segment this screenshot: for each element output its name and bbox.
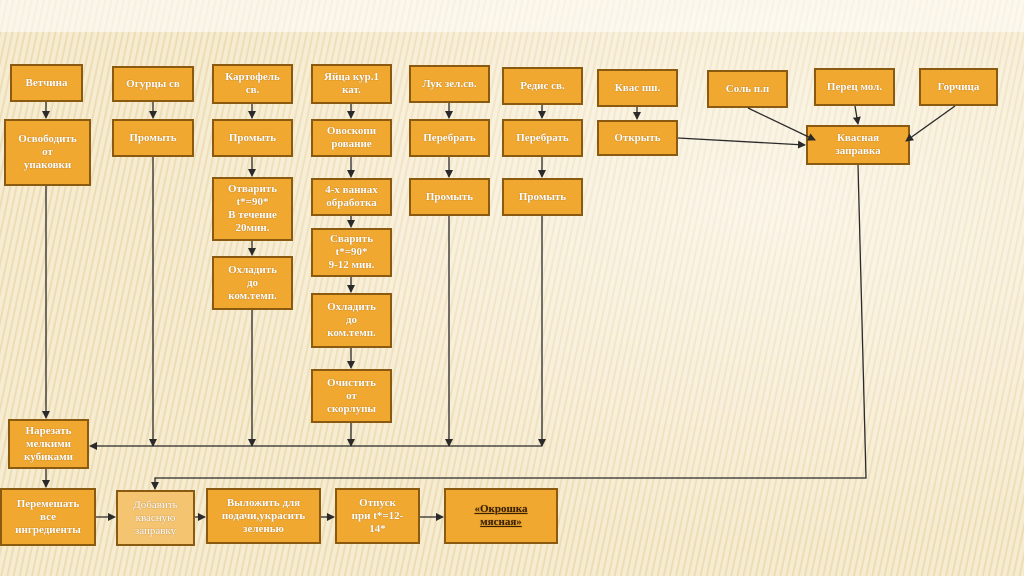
node-sol: Соль п.п: [707, 70, 788, 108]
node-perebrat-redis: Перебрать: [502, 119, 583, 157]
node-ohladit-yaitsa: Охладить до ком.темп.: [311, 293, 392, 348]
node-gorchitsa: Горчица: [919, 68, 998, 106]
node-perebrat-luk: Перебрать: [409, 119, 490, 157]
node-ohladit-kartofel: Охладить до ком.темп.: [212, 256, 293, 310]
node-otpusk: Отпуск при t*=12- 14*: [335, 488, 420, 544]
node-osvobodit: Освободить от упаковки: [4, 119, 91, 186]
node-okroshka: «Окрошка мясная»: [444, 488, 558, 544]
node-svarit: Сварить t*=90* 9-12 мин.: [311, 228, 392, 277]
node-chetyre-vanny: 4-х ваннах обработка: [311, 178, 392, 216]
node-vetchina: Ветчина: [10, 64, 83, 102]
node-ogurtsy: Огурцы св: [112, 66, 194, 102]
node-perets: Перец мол.: [814, 68, 895, 106]
node-kvas: Квас пш.: [597, 69, 678, 107]
node-luk: Лук зел.св.: [409, 65, 490, 103]
node-promyt-redis: Промыть: [502, 178, 583, 216]
node-promyt-ogurtsy: Промыть: [112, 119, 194, 157]
node-vylozhit: Выложить для подачи,украсить зеленью: [206, 488, 321, 544]
node-kartofel: Картофель св.: [212, 64, 293, 104]
node-peremeshat: Перемешать все ингредиенты: [0, 488, 96, 546]
node-promyt-luk: Промыть: [409, 178, 490, 216]
node-dobavit: Добавить квасную заправку: [116, 490, 195, 546]
node-yaitsa: Яйца кур.1 кат.: [311, 64, 392, 104]
node-otvarit: Отварить t*=90* В течение 20мин.: [212, 177, 293, 241]
node-kvasnaya-zapravka: Квасная заправка: [806, 125, 910, 165]
node-narezat: Нарезать мелкими кубиками: [8, 419, 89, 469]
node-ochistit: Очистить от скорлупы: [311, 369, 392, 423]
node-promyt-kartofel: Промыть: [212, 119, 293, 157]
node-ovoskopirovanie: Овоскопи рование: [311, 119, 392, 157]
node-otkryt: Открыть: [597, 120, 678, 156]
node-redis: Редис св.: [502, 67, 583, 105]
